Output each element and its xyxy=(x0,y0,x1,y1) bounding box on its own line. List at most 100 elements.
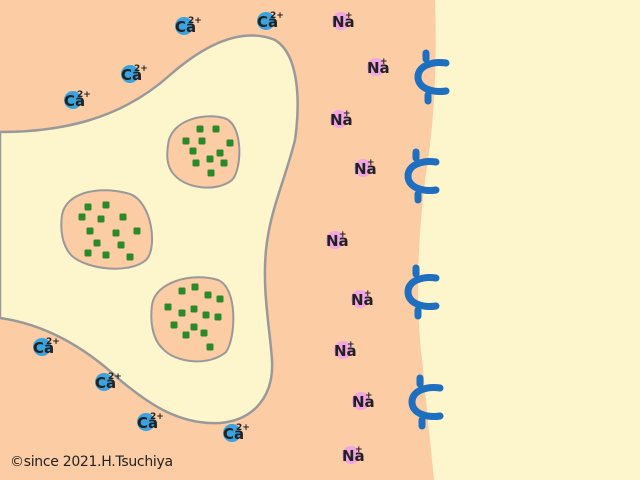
ion-symbol: Ca xyxy=(64,92,85,110)
neurotransmitter-dot xyxy=(202,311,210,319)
ion-charge: + xyxy=(365,391,373,401)
sodium-ion: Na+ xyxy=(354,158,377,178)
ion-symbol: Ca xyxy=(137,414,158,432)
neurotransmitter-dot xyxy=(189,147,197,155)
neurotransmitter-dot xyxy=(84,203,92,211)
ion-symbol: Na xyxy=(334,342,357,360)
calcium-ion: Ca2+ xyxy=(223,423,250,443)
neurotransmitter-dot xyxy=(190,305,198,313)
neurotransmitter-dot xyxy=(216,295,224,303)
ion-charge: + xyxy=(367,158,375,168)
ion-charge: + xyxy=(364,289,372,299)
receptor-group xyxy=(404,49,450,430)
ion-symbol: Na xyxy=(352,393,375,411)
neurotransmitter-dot xyxy=(119,213,127,221)
neurotransmitter-dot xyxy=(196,125,204,133)
ion-charge: 2+ xyxy=(46,337,60,347)
neurotransmitter-dot xyxy=(126,253,134,261)
ion-charge: + xyxy=(347,340,355,350)
sodium-ion: Na+ xyxy=(326,230,349,250)
synaptic-vesicle xyxy=(60,189,153,270)
ion-charge: 2+ xyxy=(236,423,250,433)
ion-charge: 2+ xyxy=(134,64,148,74)
neurotransmitter-dot xyxy=(86,227,94,235)
neurotransmitter-dot xyxy=(170,321,178,329)
synaptic-vesicle xyxy=(150,276,235,363)
neurotransmitter-dot xyxy=(226,139,234,147)
ion-symbol: Na xyxy=(330,111,353,129)
ion-charge: 2+ xyxy=(77,90,91,100)
ion-symbol: Na xyxy=(367,59,390,77)
receptor-channel-icon xyxy=(408,374,444,430)
ion-symbol: Ca xyxy=(121,66,142,84)
neurotransmitter-dot xyxy=(102,201,110,209)
neurotransmitter-dot xyxy=(178,309,186,317)
receptor-channel-icon xyxy=(404,264,440,320)
neurotransmitter-dot xyxy=(216,149,224,157)
ion-symbol: Ca xyxy=(175,18,196,36)
ion-charge: 2+ xyxy=(108,372,122,382)
sodium-ion: Na+ xyxy=(330,109,353,129)
sodium-ion: Na+ xyxy=(342,445,365,465)
neurotransmitter-dot xyxy=(78,213,86,221)
neurotransmitter-dot xyxy=(112,229,120,237)
receptor-channel-icon xyxy=(414,49,450,105)
neurotransmitter-dot xyxy=(93,239,101,247)
ion-charge: 2+ xyxy=(188,16,202,26)
neurotransmitter-dot xyxy=(97,215,105,223)
neurotransmitter-dot xyxy=(182,137,190,145)
neurotransmitter-dot xyxy=(207,169,215,177)
sodium-ion: Na+ xyxy=(367,57,390,77)
neurotransmitter-dot xyxy=(102,251,110,259)
neurotransmitter-dot xyxy=(133,227,141,235)
neurotransmitter-dot xyxy=(200,329,208,337)
synaptic-vesicle xyxy=(166,115,241,189)
ion-charge: + xyxy=(345,11,353,21)
vesicle-group xyxy=(60,115,241,363)
ion-symbol: Ca xyxy=(33,339,54,357)
ion-symbol: Na xyxy=(351,291,374,309)
neurotransmitter-dot xyxy=(84,249,92,257)
neurotransmitter-dot xyxy=(117,241,125,249)
sodium-ion: Na+ xyxy=(334,340,357,360)
neurotransmitter-dot xyxy=(164,303,172,311)
neurotransmitter-dot xyxy=(191,283,199,291)
ion-charge: + xyxy=(339,230,347,240)
ion-symbol: Na xyxy=(332,13,355,31)
receptor-channel-icon xyxy=(404,148,440,204)
neurotransmitter-dot xyxy=(182,331,190,339)
calcium-ion: Ca2+ xyxy=(175,16,202,36)
ion-symbol: Ca xyxy=(223,425,244,443)
calcium-ion: Ca2+ xyxy=(137,412,164,432)
calcium-ion: Ca2+ xyxy=(257,11,284,31)
sodium-ion: Na+ xyxy=(352,391,375,411)
calcium-ion: Ca2+ xyxy=(121,64,148,84)
sodium-ion: Na+ xyxy=(332,11,355,31)
neurotransmitter-dot xyxy=(192,159,200,167)
ion-charge: 2+ xyxy=(150,412,164,422)
neurotransmitter-dot xyxy=(204,291,212,299)
neurotransmitter-dot xyxy=(214,313,222,321)
neurotransmitter-dot xyxy=(198,137,206,145)
neurotransmitter-dot xyxy=(212,125,220,133)
ion-symbol: Na xyxy=(354,160,377,178)
neurotransmitter-dot xyxy=(206,155,214,163)
ion-symbol: Na xyxy=(342,447,365,465)
neurotransmitter-dot xyxy=(206,343,214,351)
ion-symbol: Ca xyxy=(257,13,278,31)
neurotransmitter-group xyxy=(78,125,234,351)
sodium-ion: Na+ xyxy=(351,289,374,309)
ion-charge: + xyxy=(355,445,363,455)
ion-charge: + xyxy=(343,109,351,119)
calcium-ion: Ca2+ xyxy=(33,337,60,357)
ion-symbol: Na xyxy=(326,232,349,250)
ion-symbol: Ca xyxy=(95,374,116,392)
ion-charge: + xyxy=(380,57,388,67)
calcium-ion: Ca2+ xyxy=(64,90,91,110)
ion-charge: 2+ xyxy=(270,11,284,21)
copyright-label: ©since 2021.H.Tsuchiya xyxy=(10,454,173,470)
neurotransmitter-dot xyxy=(178,287,186,295)
neurotransmitter-dot xyxy=(190,323,198,331)
